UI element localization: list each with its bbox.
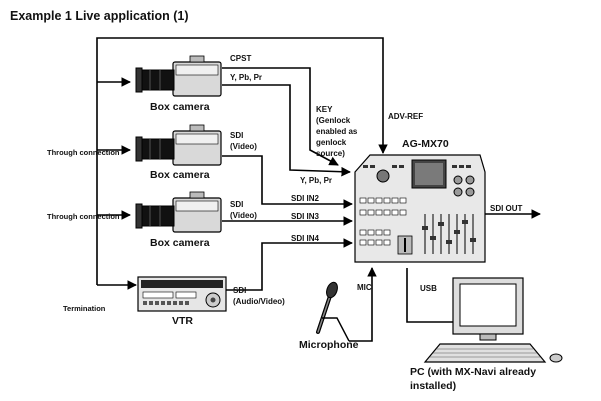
vtr-label: VTR: [172, 315, 193, 327]
box-camera-icon: [135, 55, 222, 97]
sdi-video-2-label: (Video): [230, 211, 257, 220]
box-camera-3-label: Box camera: [150, 237, 210, 249]
signal-lines: [222, 67, 541, 342]
ypbpr-in-label: Y, Pb, Pr: [300, 176, 333, 185]
box-camera-2-label: Box camera: [150, 169, 210, 181]
sdi-in2-label: SDI IN2: [291, 194, 320, 203]
sdi-in3-label: SDI IN3: [291, 212, 320, 221]
through-connection-label: Through connection: [47, 148, 120, 157]
usb-label: USB: [420, 284, 437, 293]
through-connection-label: Through connection: [47, 212, 120, 221]
mixer-icon: [354, 154, 486, 263]
sdi-in4-label: SDI IN4: [291, 234, 320, 243]
microphone-label: Microphone: [299, 339, 359, 351]
sdi-av-label: SDI: [233, 286, 247, 295]
box-camera-1-label: Box camera: [150, 101, 210, 113]
key-label: KEY: [316, 105, 333, 114]
pc-icon: [423, 277, 563, 363]
key-label: (Genlock: [316, 116, 351, 125]
reference-loop: [96, 37, 388, 290]
pc-label: installed): [410, 380, 457, 392]
microphone-icon: [316, 281, 350, 342]
sdi-av-label: (Audio/Video): [233, 297, 285, 306]
sdi-video-1-label: (Video): [230, 142, 257, 151]
cpst-label: CPST: [230, 54, 252, 63]
ypbpr-out-label: Y, Pb, Pr: [230, 73, 263, 82]
page-title: Example 1 Live application (1): [10, 9, 189, 23]
termination-label: Termination: [63, 304, 106, 313]
adv-ref-label: ADV-REF: [388, 112, 424, 121]
mic-label: MIC: [357, 283, 372, 292]
box-camera-icon: [135, 191, 222, 233]
key-label: enabled as: [316, 127, 358, 136]
sdi-out-label: SDI OUT: [490, 204, 523, 213]
vtr-icon: [137, 276, 227, 312]
mixer-label: AG-MX70: [402, 138, 449, 150]
pc-label: PC (with MX-Navi already: [410, 366, 537, 378]
key-label: genlock: [316, 138, 347, 147]
sdi-video-2-label: SDI: [230, 200, 244, 209]
key-label: source): [316, 149, 345, 158]
box-camera-icon: [135, 124, 222, 166]
sdi-video-1-label: SDI: [230, 131, 244, 140]
